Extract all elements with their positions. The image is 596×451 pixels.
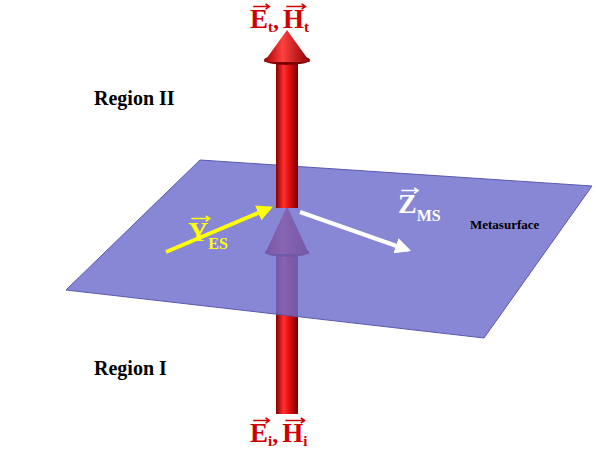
transmitted-arrow	[264, 30, 310, 208]
impedance-symbol: Z	[398, 190, 417, 218]
subscript: ES	[208, 236, 228, 252]
metasurface-plane	[66, 160, 592, 338]
separator: ,	[273, 8, 279, 32]
field-symbol: E	[250, 420, 268, 447]
surface-label: Metasurface	[470, 218, 539, 231]
field-symbol: H	[282, 420, 303, 447]
admittance-arrow	[166, 208, 270, 252]
field-symbol: H	[283, 6, 304, 33]
subscript: MS	[417, 208, 441, 224]
separator: ,	[272, 422, 278, 446]
admittance-symbol: Y	[188, 218, 208, 246]
impedance-arrow	[300, 212, 408, 250]
subscript: i	[303, 434, 307, 449]
field-symbol: E	[250, 6, 268, 33]
region-label: Region I	[94, 358, 167, 378]
subscript: i	[268, 434, 272, 449]
subscript: t	[268, 20, 273, 35]
region-label: Region II	[94, 88, 175, 108]
subscript: t	[304, 20, 309, 35]
